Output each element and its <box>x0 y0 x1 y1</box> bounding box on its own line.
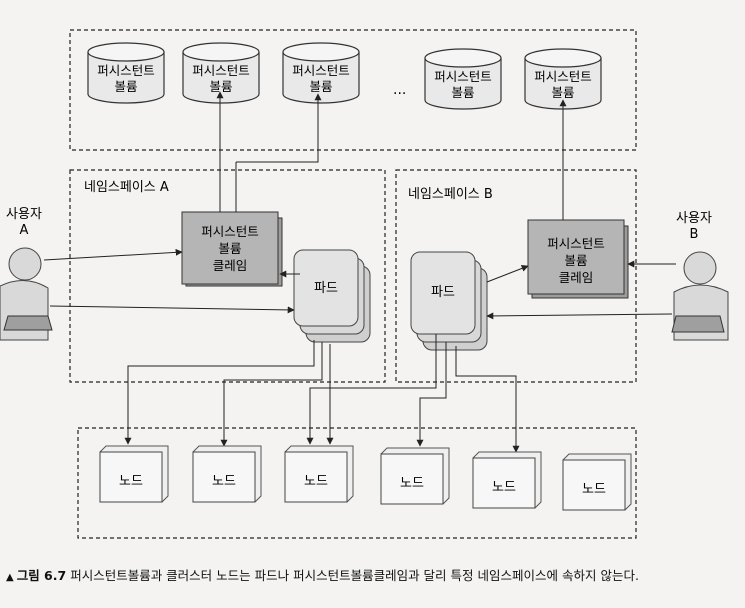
figure-caption: ▲그림 6.7 퍼시스턴트볼륨과 클러스터 노드는 파드나 퍼시스턴트볼륨클레임… <box>6 566 736 587</box>
pvc-b: 퍼시스턴트 볼륨 클레임 <box>527 219 629 299</box>
svg-text:A: A <box>20 223 29 238</box>
persistent-volume-2: 퍼시스턴트 볼륨 <box>182 42 260 104</box>
pod-to-node-arrows <box>124 334 520 453</box>
svg-text:볼륨: 볼륨 <box>564 253 587 268</box>
persistent-volume-5: 퍼시스턴트 볼륨 <box>524 48 602 110</box>
svg-text:노드: 노드 <box>492 480 516 495</box>
svg-text:퍼시스턴트: 퍼시스턴트 <box>547 236 605 251</box>
namespace-b-box <box>395 169 637 383</box>
pod-stack-b: 파드 <box>410 251 488 351</box>
caption-marker: ▲ <box>6 572 14 583</box>
node-2: 노드 <box>192 445 262 503</box>
svg-text:사용자: 사용자 <box>676 211 712 226</box>
arrow-user-b-to-pod-b <box>486 312 673 320</box>
svg-text:볼륨: 볼륨 <box>309 79 332 94</box>
svg-text:파드: 파드 <box>314 281 338 296</box>
svg-text:퍼시스턴트: 퍼시스턴트 <box>534 69 592 84</box>
pvc-a: 퍼시스턴트 볼륨 클레임 <box>181 211 283 287</box>
arrow-pod-b-to-pvc-b <box>486 265 529 283</box>
namespace-b-label: 네임스페이스 B <box>408 187 493 202</box>
svg-text:퍼시스턴트: 퍼시스턴트 <box>97 63 155 78</box>
svg-text:노드: 노드 <box>400 476 424 491</box>
node-1: 노드 <box>99 445 169 503</box>
svg-text:퍼시스턴트: 퍼시스턴트 <box>434 69 492 84</box>
svg-text:노드: 노드 <box>212 474 236 489</box>
node-3: 노드 <box>284 445 354 503</box>
svg-text:파드: 파드 <box>431 285 455 300</box>
svg-text:퍼시스턴트: 퍼시스턴트 <box>192 63 250 78</box>
user-a-head <box>8 247 42 281</box>
user-b: 사용자 B <box>671 211 729 341</box>
node-5: 노드 <box>472 451 542 509</box>
svg-text:볼륨: 볼륨 <box>209 79 232 94</box>
more-volumes-ellipsis: ... <box>393 82 406 98</box>
namespace-a-label: 네임스페이스 A <box>84 180 169 195</box>
svg-text:B: B <box>690 227 699 242</box>
svg-text:볼륨: 볼륨 <box>218 241 241 256</box>
svg-text:클레임: 클레임 <box>559 270 594 285</box>
persistent-volume-4: 퍼시스턴트 볼륨 <box>424 48 502 110</box>
svg-text:퍼시스턴트: 퍼시스턴트 <box>201 224 259 239</box>
arrow-user-a-to-pvc-a <box>43 248 183 261</box>
arrow-pvc-a-to-volume-3b <box>236 93 322 163</box>
laptop-icon <box>3 315 53 331</box>
caption-text: 퍼시스턴트볼륨과 클러스터 노드는 파드나 퍼시스턴트볼륨클레임과 달리 특정 … <box>70 568 639 583</box>
svg-text:볼륨: 볼륨 <box>114 79 137 94</box>
persistent-volume-group <box>69 29 637 151</box>
pod-stack-a: 파드 <box>293 249 371 343</box>
node-group <box>77 427 637 539</box>
svg-text:볼륨: 볼륨 <box>451 85 474 100</box>
node-6: 노드 <box>562 453 632 511</box>
user-a-body <box>0 280 49 341</box>
svg-text:사용자: 사용자 <box>6 207 42 222</box>
arrow-user-a-to-pod-a <box>49 305 295 314</box>
svg-text:노드: 노드 <box>582 482 606 497</box>
user-a: 사용자 A <box>0 207 53 341</box>
svg-text:볼륨: 볼륨 <box>551 85 574 100</box>
svg-text:노드: 노드 <box>304 474 328 489</box>
diagram-canvas: 퍼시스턴트 볼륨 퍼시스턴트 볼륨 퍼시스턴트 볼륨 ... 퍼시스턴트 볼륨 … <box>0 29 729 539</box>
svg-text:클레임: 클레임 <box>213 258 248 273</box>
figure-number: 그림 6.7 <box>16 568 67 583</box>
user-b-head <box>683 251 717 285</box>
svg-text:퍼시스턴트: 퍼시스턴트 <box>292 63 350 78</box>
svg-text:노드: 노드 <box>119 474 143 489</box>
persistent-volume-1: 퍼시스턴트 볼륨 <box>87 42 165 104</box>
laptop-icon <box>671 315 725 333</box>
persistent-volume-3: 퍼시스턴트 볼륨 <box>282 42 360 104</box>
namespace-a-box <box>69 169 386 383</box>
node-4: 노드 <box>380 447 450 505</box>
